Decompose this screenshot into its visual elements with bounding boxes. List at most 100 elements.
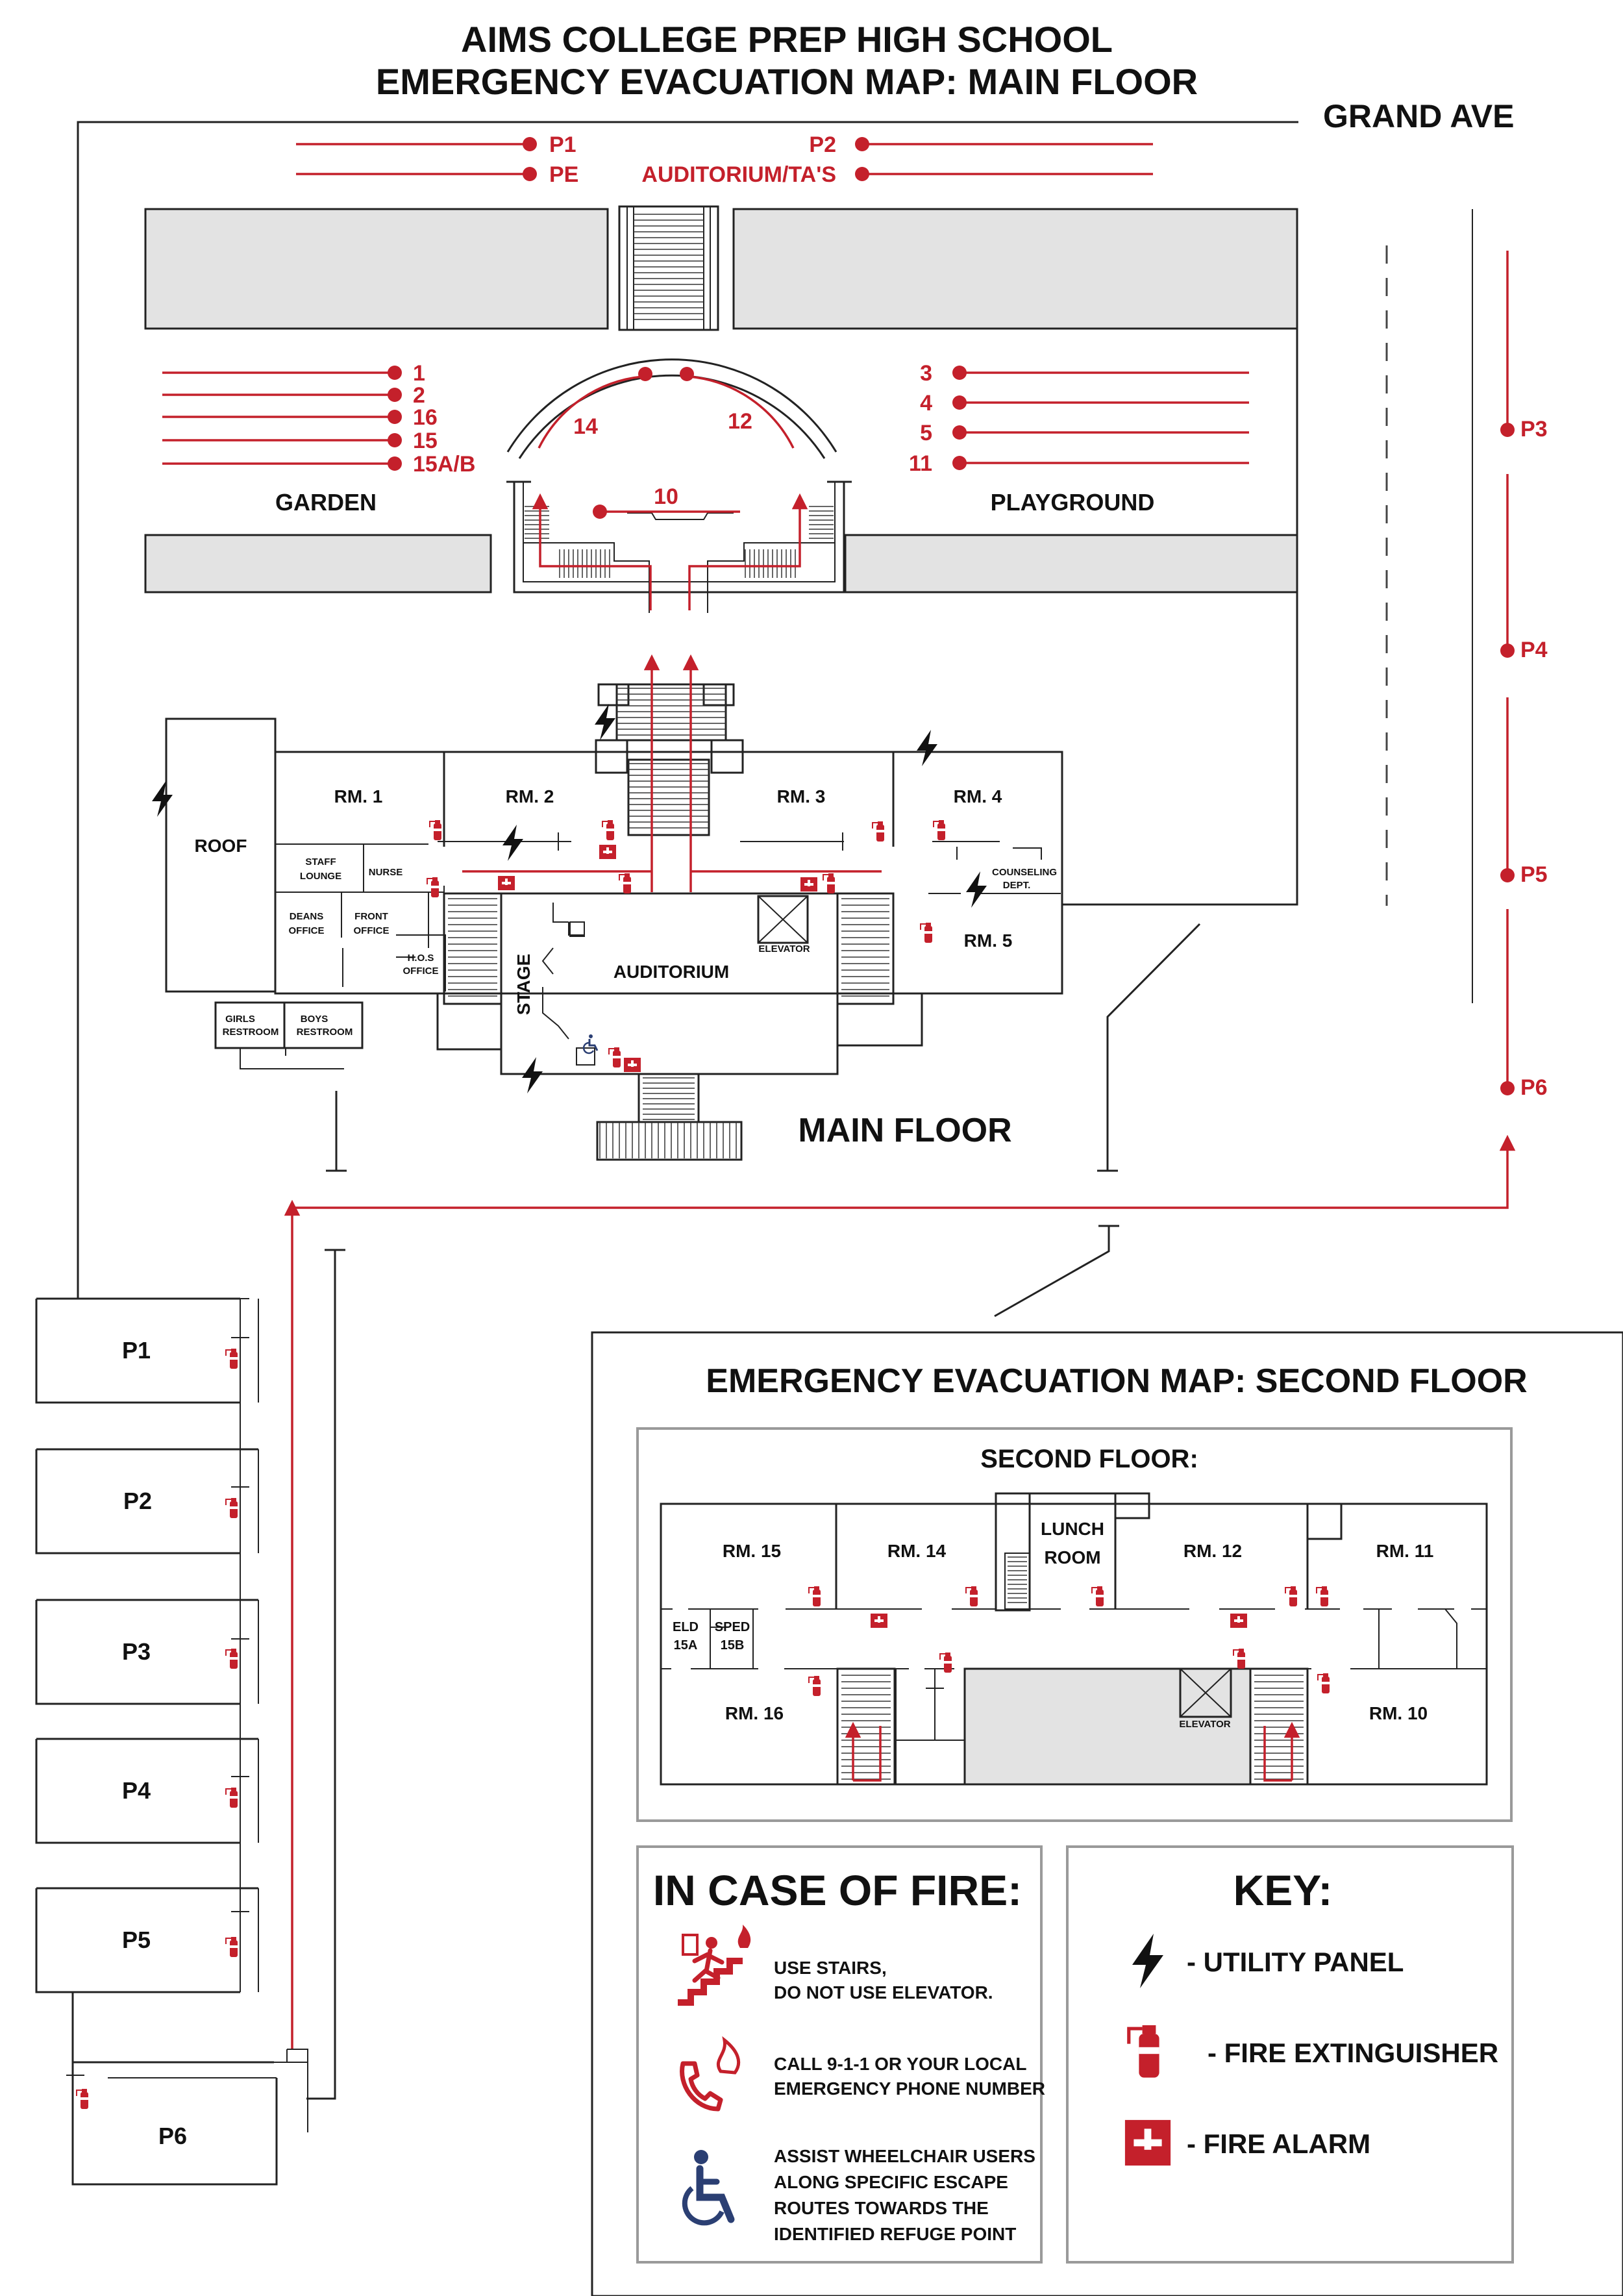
playground-label: PLAYGROUND xyxy=(991,489,1155,516)
rally-p6-label: P6 xyxy=(1520,1075,1548,1100)
rally-16-label: 16 xyxy=(413,405,438,430)
rally-p5-label: P5 xyxy=(1520,862,1548,887)
second-elevator-label: ELEVATOR xyxy=(1179,1719,1230,1730)
fire-instructions-title: IN CASE OF FIRE: xyxy=(653,1866,1022,1914)
left-rally-lines xyxy=(162,366,402,471)
main-floor-safety-icons xyxy=(152,704,987,1093)
eld-label-2: 15A xyxy=(674,1638,698,1653)
rm3-label: RM. 3 xyxy=(777,786,826,806)
elevator-label: ELEVATOR xyxy=(758,943,810,955)
front-office-label-2: OFFICE xyxy=(354,925,390,936)
rally-5-label: 5 xyxy=(920,421,932,445)
right-rally-lines xyxy=(952,366,1249,470)
rm16-label: RM. 16 xyxy=(725,1703,784,1723)
rally-11-label: 11 xyxy=(909,451,932,476)
deans-office-label-1: DEANS xyxy=(290,911,324,922)
fire-alarm-icon xyxy=(1124,2119,1171,2166)
parking-p4-label: P4 xyxy=(122,1777,151,1804)
rally-point-lines xyxy=(296,137,1153,181)
rally-p3-label: P3 xyxy=(1520,417,1548,442)
girls-restroom-label-2: RESTROOM xyxy=(223,1027,279,1038)
rally-10-label: 10 xyxy=(654,484,678,509)
garden-label: GARDEN xyxy=(275,489,377,516)
rm15-label: RM. 15 xyxy=(723,1541,781,1561)
roof-label: ROOF xyxy=(195,836,247,856)
fire-item-3-line-4: IDENTIFIED REFUGE POINT xyxy=(774,2224,1016,2244)
site-boundary xyxy=(77,121,1473,2100)
parking-p2-label: P2 xyxy=(123,1488,152,1514)
second-floor-map-title: EMERGENCY EVACUATION MAP: SECOND FLOOR xyxy=(706,1362,1527,1400)
auditorium-label: AUDITORIUM xyxy=(613,962,729,982)
rally-1-label: 1 xyxy=(413,361,425,386)
phone-fire-icon xyxy=(680,2036,741,2112)
rally-auditorium-label: AUDITORIUM/TA'S xyxy=(641,162,836,187)
rally-2-label: 2 xyxy=(413,383,425,408)
fire-extinguisher-icon xyxy=(1127,2025,1159,2078)
fire-item-1-line-2: DO NOT USE ELEVATOR. xyxy=(774,1982,993,2003)
rm4-label: RM. 4 xyxy=(954,786,1002,806)
sped-label-1: SPED xyxy=(715,1620,750,1634)
key-utility-label: - UTILITY PANEL xyxy=(1187,1947,1404,1977)
school-title: AIMS COLLEGE PREP HIGH SCHOOL xyxy=(461,19,1113,60)
rm5-label: RM. 5 xyxy=(964,930,1013,951)
fire-item-2-line-2: EMERGENCY PHONE NUMBER xyxy=(774,2078,1045,2099)
second-floor-label: SECOND FLOOR: xyxy=(980,1445,1198,1473)
fire-item-3-line-1: ASSIST WHEELCHAIR USERS xyxy=(774,2146,1035,2166)
rally-p2-label: P2 xyxy=(809,132,836,157)
fire-item-2-line-1: CALL 9-1-1 OR YOUR LOCAL xyxy=(774,2054,1026,2074)
parking-structures xyxy=(35,1297,308,2186)
rm14-label: RM. 14 xyxy=(887,1541,947,1561)
main-building xyxy=(165,683,1063,1161)
fire-instructions-box xyxy=(636,1845,1043,2264)
counseling-label-2: DEPT. xyxy=(1003,880,1031,891)
rm11-label: RM. 11 xyxy=(1376,1541,1434,1561)
wheelchair-icon xyxy=(682,2150,735,2226)
stage-label: STAGE xyxy=(514,954,534,1015)
hos-office-label-1: H.O.S xyxy=(408,953,434,964)
staff-lounge-label-2: LOUNGE xyxy=(300,871,341,882)
fire-item-3-line-3: ROUTES TOWARDS THE xyxy=(774,2198,989,2218)
fire-item-3-line-2: ALONG SPECIFIC ESCAPE xyxy=(774,2172,1008,2192)
staff-lounge-label-1: STAFF xyxy=(305,856,336,867)
rm10-label: RM. 10 xyxy=(1369,1703,1428,1723)
map-title: EMERGENCY EVACUATION MAP: MAIN FLOOR xyxy=(376,61,1198,102)
rm12-label: RM. 12 xyxy=(1183,1541,1242,1561)
rally-3-label: 3 xyxy=(920,361,932,386)
rm2-label: RM. 2 xyxy=(506,786,554,806)
sped-label-2: 15B xyxy=(721,1638,745,1653)
stairs-exit-icon xyxy=(678,1925,751,2006)
courtyard-buildings xyxy=(144,205,1298,593)
girls-restroom-label-1: GIRLS xyxy=(225,1014,255,1025)
rally-15-label: 15 xyxy=(413,429,438,453)
second-floor-plan xyxy=(660,1492,1488,1786)
amphitheater xyxy=(506,358,852,613)
parking-p3-label: P3 xyxy=(122,1638,151,1665)
parking-p5-label: P5 xyxy=(122,1927,151,1953)
fire-item-1-line-1: USE STAIRS, xyxy=(774,1958,887,1978)
parking-p6-label: P6 xyxy=(158,2123,187,2149)
eld-label-1: ELD xyxy=(673,1620,699,1634)
key-extinguisher-label: - FIRE EXTINGUISHER xyxy=(1208,2038,1498,2068)
boys-restroom-label-2: RESTROOM xyxy=(297,1027,353,1038)
key-alarm-label: - FIRE ALARM xyxy=(1187,2128,1370,2159)
main-floor-routes xyxy=(284,654,1516,2049)
deans-office-label-2: OFFICE xyxy=(289,925,325,936)
nurse-label: NURSE xyxy=(369,867,403,878)
rally-4-label: 4 xyxy=(920,391,932,416)
rally-15ab-label: 15A/B xyxy=(413,452,475,477)
parking-p1-label: P1 xyxy=(122,1337,151,1364)
rally-pe-label: PE xyxy=(549,162,578,187)
hos-office-label-2: OFFICE xyxy=(403,966,439,977)
rally-14-label: 14 xyxy=(573,414,598,439)
lunch-room-label-2: ROOM xyxy=(1044,1547,1100,1567)
street-rally-route xyxy=(1500,251,1515,1095)
rally-p1-label: P1 xyxy=(549,132,576,157)
rally-12-label: 12 xyxy=(728,409,752,434)
main-floor-label: MAIN FLOOR xyxy=(798,1112,1011,1149)
counseling-label-1: COUNSELING xyxy=(992,867,1057,878)
front-office-label-1: FRONT xyxy=(354,911,388,922)
lunch-room-label-1: LUNCH xyxy=(1041,1519,1104,1539)
rm1-label: RM. 1 xyxy=(334,786,383,806)
utility-panel-icon xyxy=(1132,1934,1163,1988)
